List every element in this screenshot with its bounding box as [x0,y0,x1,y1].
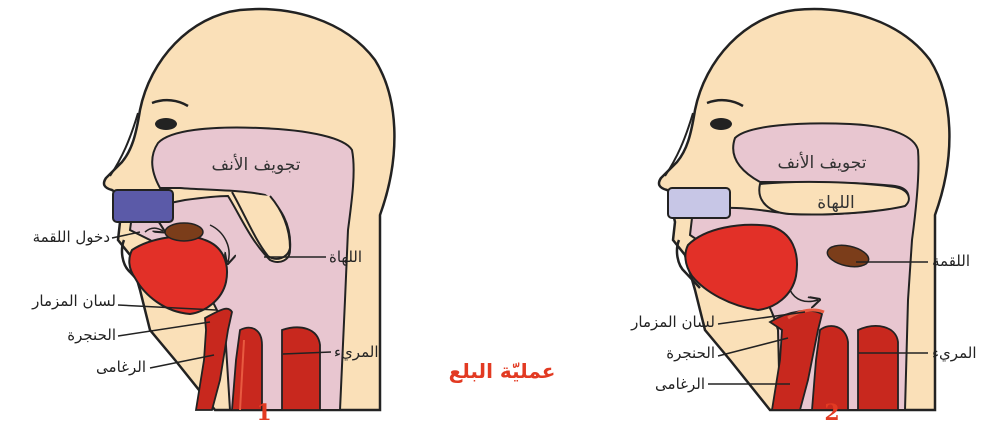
label-esophagus-2: المريء [932,344,976,363]
eye-2 [710,118,732,130]
teeth-2 [668,188,730,218]
panel-number-1: 1 [256,400,271,426]
esophagus-2b [858,326,898,410]
label-nasal-cavity-1: تجويف الأنف [212,154,301,175]
label-epiglottis-1: لسان المزمار [31,292,116,310]
bolus-1 [165,223,203,241]
label-epiglottis-2: لسان المزمار [630,313,715,331]
label-larynx-1: الحنجرة [67,326,116,344]
label-trachea-1: الرغامى [96,358,146,376]
label-esophagus-1: المريء [334,343,378,362]
esophagus-1b [282,327,320,410]
label-trachea-2: الرغامى [655,375,705,393]
label-larynx-2: الحنجرة [666,344,715,362]
label-uvula-2: اللهاة [817,193,854,213]
eye [155,118,177,130]
label-bolus-entry: دخول اللقمة [33,228,110,246]
label-uvula-1: اللهاة [329,248,362,266]
teeth-1 [113,190,173,222]
panel-1: تجويف الأنف دخول اللقمة اللهاة لسان المز… [31,9,394,426]
panel-number-2: 2 [824,400,839,426]
diagram-title: عمليّة البلع [449,359,556,383]
label-nasal-cavity-2: تجويف الأنف [778,152,867,173]
label-bolus-2: اللقمة [932,252,970,270]
